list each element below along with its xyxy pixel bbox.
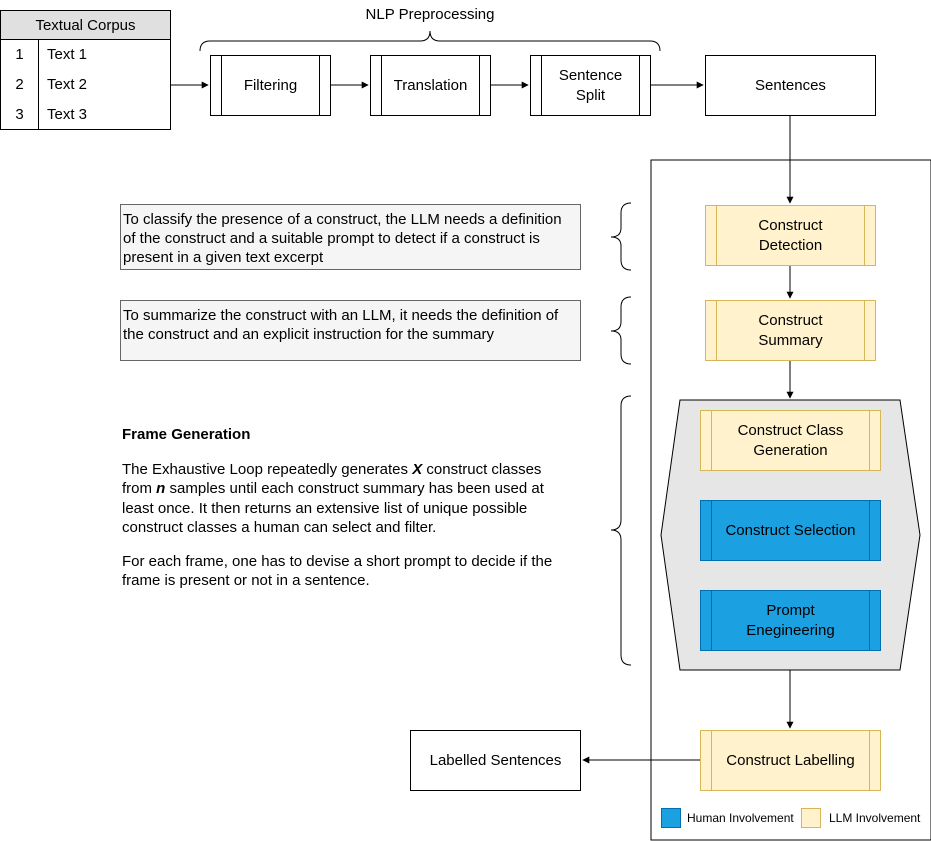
construct-labelling-label: Construct Labelling xyxy=(726,751,855,769)
summary-note-text: To summarize the construct with an LLM, … xyxy=(123,307,559,343)
labelled-sentences-label: Labelled Sentences xyxy=(429,752,562,769)
frame-generation-title: Frame Generation xyxy=(122,426,251,443)
construct-detection-label: Construct Detection xyxy=(758,216,823,254)
prompt-engineering-box: Prompt Enegineering xyxy=(700,590,881,651)
corpus-row-number: 1 xyxy=(1,40,39,70)
construct-summary-box: Construct Summary xyxy=(705,300,876,361)
sentence-split-step-label: Sentence Split xyxy=(558,66,623,104)
corpus-row-text: Text 1 xyxy=(47,46,88,63)
corpus-row-text: Text 3 xyxy=(47,106,88,123)
frame-brace xyxy=(610,395,632,666)
legend-human-label: Human Involvement xyxy=(687,811,794,825)
filtering-step: Filtering xyxy=(210,55,331,116)
construct-summary-label: Construct Summary xyxy=(758,311,823,349)
legend-human-swatch xyxy=(661,808,681,828)
labelled-sentences-box: Labelled Sentences xyxy=(410,730,581,791)
translation-step-label: Translation xyxy=(393,76,468,94)
corpus-row-number: 3 xyxy=(1,100,39,129)
sentences-box: Sentences xyxy=(705,55,876,116)
construct-class-generation-label: Construct Class Generation xyxy=(737,421,844,459)
prompt-engineering-label: Prompt Enegineering xyxy=(746,601,835,639)
summary-brace xyxy=(610,296,632,365)
corpus-row-text: Text 2 xyxy=(47,76,88,93)
construct-labelling-box: Construct Labelling xyxy=(700,730,881,791)
construct-detection-box: Construct Detection xyxy=(705,205,876,266)
frame-prompt-paragraph: For each frame, one has to devise a shor… xyxy=(122,552,553,590)
n-variable: n xyxy=(156,480,166,497)
sentence-split-step: Sentence Split xyxy=(530,55,651,116)
corpus-row: 1 Text 1 xyxy=(0,40,171,70)
legend-llm-label: LLM Involvement xyxy=(829,811,921,825)
corpus-title: Textual Corpus xyxy=(0,10,171,40)
corpus-row-number: 2 xyxy=(1,70,39,100)
preprocessing-label: NLP Preprocessing xyxy=(365,6,495,23)
detection-note: To classify the presence of a construct,… xyxy=(120,204,581,270)
preprocessing-brace xyxy=(199,30,661,52)
legend-llm-swatch xyxy=(801,808,821,828)
frame-generation-description: Frame Generation The Exhaustive Loop rep… xyxy=(122,425,567,591)
frame-generation-paragraph: The Exhaustive Loop repeatedly generates… xyxy=(122,460,544,537)
sentences-label: Sentences xyxy=(755,77,826,94)
summary-note: To summarize the construct with an LLM, … xyxy=(120,300,581,361)
detection-brace xyxy=(610,202,632,271)
construct-selection-label: Construct Selection xyxy=(725,521,856,539)
corpus-row: 2 Text 2 xyxy=(0,70,171,100)
corpus-row: 3 Text 3 xyxy=(0,100,171,130)
filtering-step-label: Filtering xyxy=(243,76,298,94)
x-variable: X xyxy=(412,460,423,478)
construct-class-generation-box: Construct Class Generation xyxy=(700,410,881,471)
construct-selection-box: Construct Selection xyxy=(700,500,881,561)
detection-note-text: To classify the presence of a construct,… xyxy=(123,211,562,266)
translation-step: Translation xyxy=(370,55,491,116)
